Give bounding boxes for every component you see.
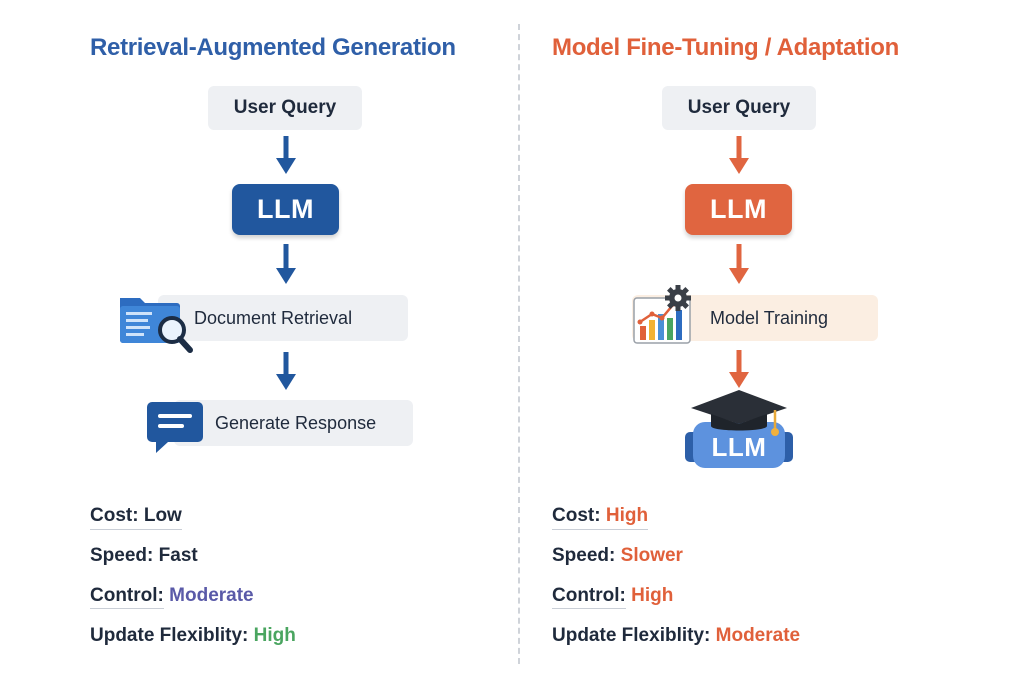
left-user-query-label: User Query: [233, 97, 337, 118]
chat-bubble-icon: [147, 402, 203, 453]
right-metric-control: Control: High: [552, 585, 674, 609]
right-metric-speed-label: Speed:: [552, 545, 616, 566]
document-retrieval-box: Document Retrieval: [158, 295, 408, 341]
column-divider: [518, 24, 520, 664]
left-arrow-down-icon-2: [276, 244, 296, 284]
right-user-query-label: User Query: [687, 97, 791, 118]
right-arrow-down-icon-2: [729, 244, 749, 284]
right-metric-speed: Speed: Slower: [552, 545, 683, 567]
left-metric-speed-label: Speed:: [90, 545, 154, 566]
right-metric-speed-value: Slower: [620, 545, 683, 566]
graduation-cap-llm-icon: [685, 390, 793, 468]
left-metric-control: Control: Moderate: [90, 585, 254, 609]
right-metric-control-value: High: [631, 585, 674, 606]
left-metric-cost-label: Cost:: [90, 505, 139, 526]
left-metric-cost-value: Low: [143, 505, 182, 526]
right-metric-control-label: Control:: [552, 585, 626, 609]
left-metric-update-value: High: [253, 625, 296, 646]
generate-response-label: Generate Response: [215, 412, 377, 433]
right-arrow-down-icon-1: [729, 136, 749, 174]
left-metric-speed: Speed: Fast: [90, 545, 198, 567]
left-metric-cost: Cost: Low: [90, 505, 182, 530]
trained-llm-label: LLM: [711, 432, 767, 462]
right-arrow-down-icon-3: [729, 350, 749, 388]
left-llm-box: LLM: [232, 184, 339, 235]
right-metric-update-value: Moderate: [715, 625, 801, 646]
right-metric-cost-value: High: [605, 505, 649, 526]
right-metric-update-label: Update Flexiblity:: [552, 625, 711, 646]
right-llm-label: LLM: [710, 194, 767, 224]
right-metric-update: Update Flexiblity: Moderate: [552, 625, 800, 647]
folder-search-icon: [120, 298, 193, 353]
generate-response-box: Generate Response: [174, 400, 413, 446]
left-user-query-box: User Query: [208, 86, 362, 130]
document-retrieval-label: Document Retrieval: [194, 307, 353, 328]
finetuning-title: Model Fine-Tuning / Adaptation: [552, 34, 899, 61]
left-metric-update-label: Update Flexiblity:: [90, 625, 249, 646]
rag-title: Retrieval-Augmented Generation: [90, 34, 456, 61]
left-arrow-down-icon-1: [276, 136, 296, 174]
left-llm-label: LLM: [257, 194, 314, 224]
right-metric-cost-label: Cost:: [552, 505, 601, 526]
left-metric-update: Update Flexiblity: High: [90, 625, 296, 647]
left-metric-control-value: Moderate: [169, 585, 254, 606]
chart-gear-icon: [633, 285, 691, 344]
left-metric-speed-value: Fast: [158, 545, 198, 566]
trained-llm-model: LLM: [683, 388, 795, 473]
left-metric-control-label: Control:: [90, 585, 164, 609]
right-metric-cost: Cost: High: [552, 505, 649, 530]
model-training-label: Model Training: [710, 307, 829, 328]
right-user-query-box: User Query: [662, 86, 816, 130]
right-llm-box: LLM: [685, 184, 792, 235]
left-arrow-down-icon-3: [276, 352, 296, 390]
